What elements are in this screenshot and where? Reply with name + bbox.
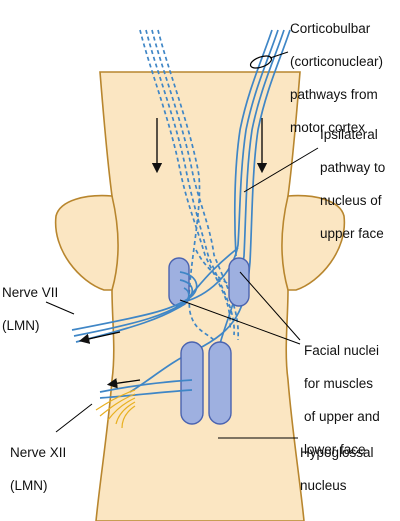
leader-facial-upper	[239, 271, 301, 341]
label-nerve-xii: Nerve XII (LMN)	[10, 444, 67, 493]
brainstem-outline	[54, 71, 346, 521]
nerve-xii-fibers-yellow	[95, 389, 136, 429]
hypoglossal-nucleus-right	[208, 341, 232, 425]
pathway-bundle-ring	[249, 55, 273, 69]
leader-ipsilateral	[243, 147, 319, 193]
label-hypoglossal: Hypoglossal nucleus	[300, 444, 374, 493]
leader-nerve-xii	[55, 403, 93, 433]
right-lobe-line	[281, 195, 289, 291]
label-corticobulbar: Corticobulbar (corticonuclear) pathways …	[290, 20, 384, 135]
leader-nerve-vii	[45, 301, 75, 315]
facial-nucleus-right	[228, 257, 250, 307]
nerve-xii-fibers-blue	[99, 379, 193, 399]
leader-corticobulbar	[269, 51, 289, 59]
nerve-xii-arrow	[106, 378, 141, 389]
hypoglossal-nucleus-left	[180, 341, 204, 425]
label-facial-nuclei: Facial nuclei for muscles of upper and l…	[304, 342, 380, 457]
nerve-vii-arrow	[78, 331, 121, 344]
left-lobe-line	[111, 195, 119, 291]
label-ipsilateral: Ipsilateral pathway to nucleus of upper …	[320, 126, 386, 241]
label-nerve-vii: Nerve VII (LMN)	[2, 284, 59, 333]
leader-facial-lower	[179, 299, 301, 345]
